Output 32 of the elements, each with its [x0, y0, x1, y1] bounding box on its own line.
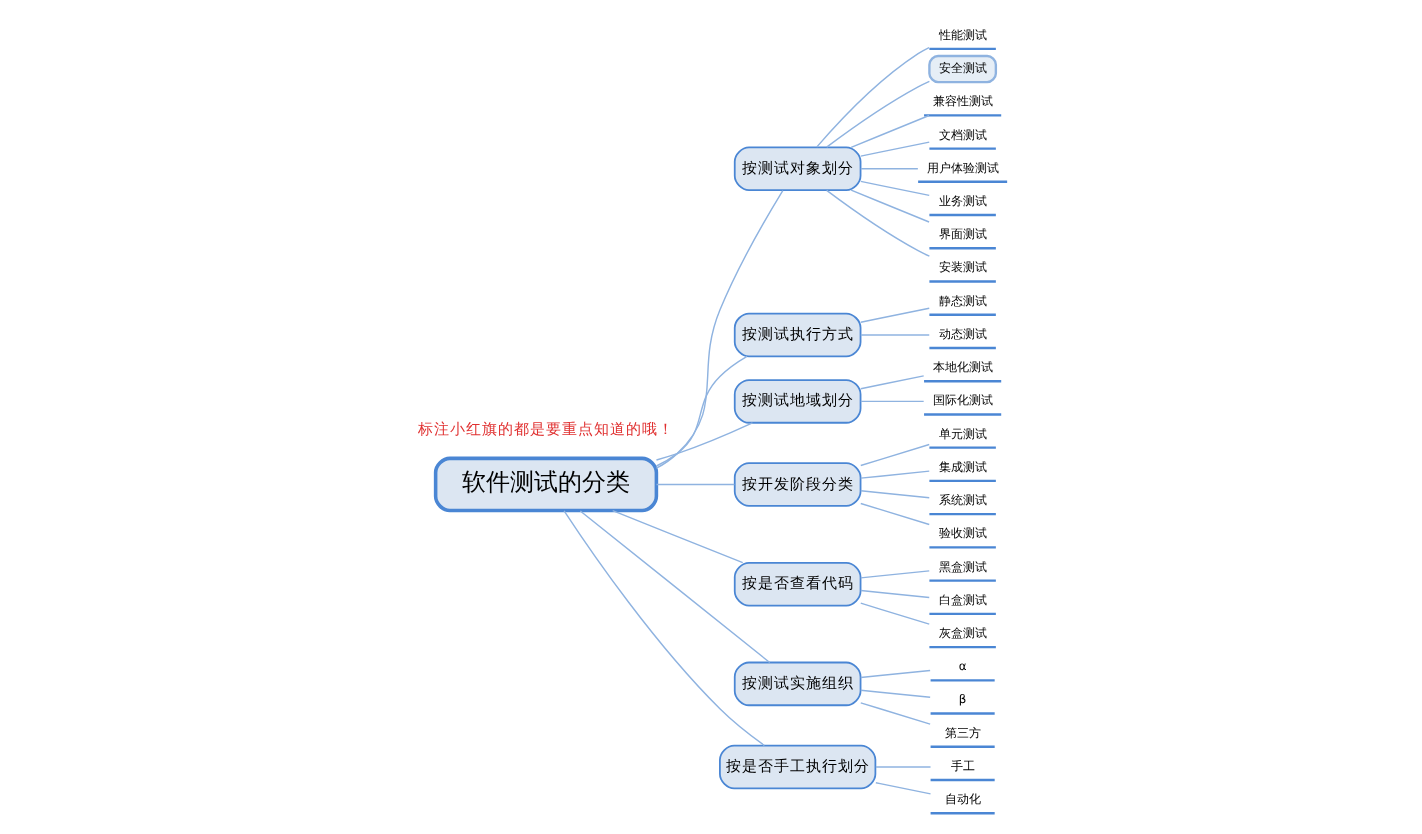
connector	[860, 469, 930, 478]
node-box: 软件测试的分类	[433, 455, 659, 512]
connector	[655, 421, 754, 460]
connector	[612, 508, 744, 563]
connector	[875, 781, 932, 794]
connector	[860, 668, 931, 678]
connector	[825, 188, 931, 256]
connector	[850, 113, 930, 148]
connector	[860, 588, 930, 598]
connector	[860, 489, 930, 498]
connector	[860, 601, 930, 624]
connector	[655, 482, 736, 485]
connector	[563, 509, 766, 746]
connector	[860, 501, 930, 525]
connector	[860, 569, 930, 578]
connector	[655, 188, 784, 468]
connector	[825, 79, 931, 147]
connector	[655, 354, 748, 466]
connector	[860, 442, 930, 466]
connector	[860, 140, 930, 156]
connector	[860, 167, 919, 169]
connector	[579, 509, 771, 663]
connector	[860, 179, 930, 196]
connector	[860, 701, 931, 724]
connector	[860, 399, 925, 402]
connector	[860, 688, 931, 697]
connector	[875, 765, 932, 767]
connector	[860, 306, 930, 322]
connector	[860, 333, 930, 335]
connector	[860, 374, 925, 389]
connector	[850, 188, 930, 222]
connector	[816, 45, 930, 147]
